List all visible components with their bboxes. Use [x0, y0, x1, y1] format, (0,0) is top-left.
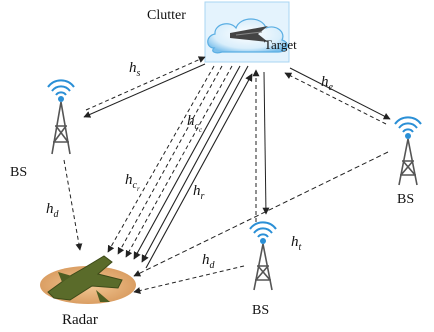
link-hd-bottom	[133, 265, 245, 294]
link-hs-down	[83, 63, 206, 118]
link-he-solid	[289, 67, 391, 120]
link-hr-b	[141, 65, 249, 263]
radar-icon	[40, 255, 136, 304]
link-hcc-a	[125, 65, 233, 258]
label-h-e: he	[321, 74, 334, 93]
bs-left-label: BS	[10, 165, 27, 180]
link-hd-left	[63, 159, 83, 251]
link-hr-a	[133, 65, 241, 260]
link-hr-up	[145, 73, 253, 269]
label-h-d-left: hd	[46, 201, 60, 220]
link-hs-up	[85, 56, 206, 111]
label-h-cc: hcc	[187, 113, 203, 134]
link-ht-solid	[262, 71, 270, 215]
target-aircraft-icon	[230, 26, 268, 42]
target-label: Target	[264, 37, 297, 52]
link-hcr-b	[117, 65, 223, 255]
bs-left-tower-icon	[47, 79, 75, 155]
label-h-s: hs	[129, 60, 141, 79]
radar-label: Radar	[62, 312, 98, 328]
bs-bottom-label: BS	[252, 303, 269, 318]
bs-right-label: BS	[397, 192, 414, 207]
bs-right-tower-icon	[394, 116, 422, 186]
label-h-t: ht	[291, 234, 302, 253]
label-h-cr: hcr	[125, 172, 140, 193]
label-h-r: hr	[193, 183, 205, 202]
clutter-label: Clutter	[147, 8, 186, 23]
label-h-d-bottom: hd	[202, 252, 216, 271]
link-hcr-a	[107, 65, 215, 253]
link-right-radar	[133, 151, 389, 277]
bs-bottom-tower-icon	[249, 221, 277, 291]
link-he-dashed	[284, 72, 387, 125]
